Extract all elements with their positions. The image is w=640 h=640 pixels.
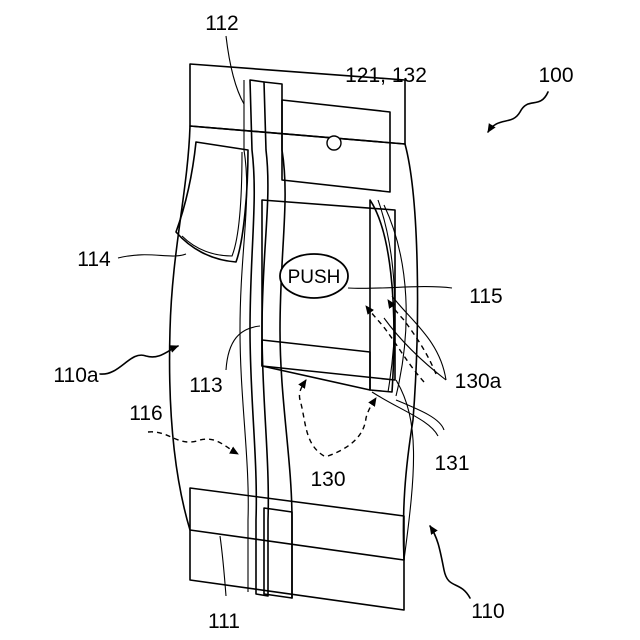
arrow-116 <box>148 432 238 454</box>
valve-hole <box>327 136 341 150</box>
ref-121-132: 121, 132 <box>345 64 427 87</box>
ref-100: 100 <box>538 64 573 87</box>
seal-131 <box>262 340 370 390</box>
ref-113: 113 <box>189 374 222 397</box>
ref-115: 115 <box>469 285 502 308</box>
push-label: PUSH <box>288 267 341 288</box>
arrow-130-left <box>299 380 324 456</box>
ref-116: 116 <box>129 402 162 425</box>
arrow-100 <box>488 92 548 132</box>
ref-130: 130 <box>310 468 345 491</box>
ref-110: 110 <box>471 600 504 623</box>
ref-114: 114 <box>77 248 111 271</box>
ref-112: 112 <box>205 12 238 35</box>
ref-110a: 110a <box>53 364 98 387</box>
leader-131-b <box>396 400 444 430</box>
strip-113 <box>250 80 268 596</box>
ref-131: 131 <box>434 452 469 475</box>
leader-111 <box>220 536 226 596</box>
arrow-110a <box>100 346 178 374</box>
leader-113 <box>226 326 260 370</box>
ref-111: 111 <box>208 610 240 633</box>
ref-130a: 130a <box>455 370 502 393</box>
arrow-130-right <box>328 398 376 456</box>
strip-113-inner <box>240 80 248 592</box>
leader-112 <box>226 36 244 104</box>
arrow-110 <box>430 526 470 598</box>
pocket-114-edge <box>182 152 242 256</box>
window-right-panel <box>370 200 394 392</box>
leader-115 <box>348 287 452 289</box>
